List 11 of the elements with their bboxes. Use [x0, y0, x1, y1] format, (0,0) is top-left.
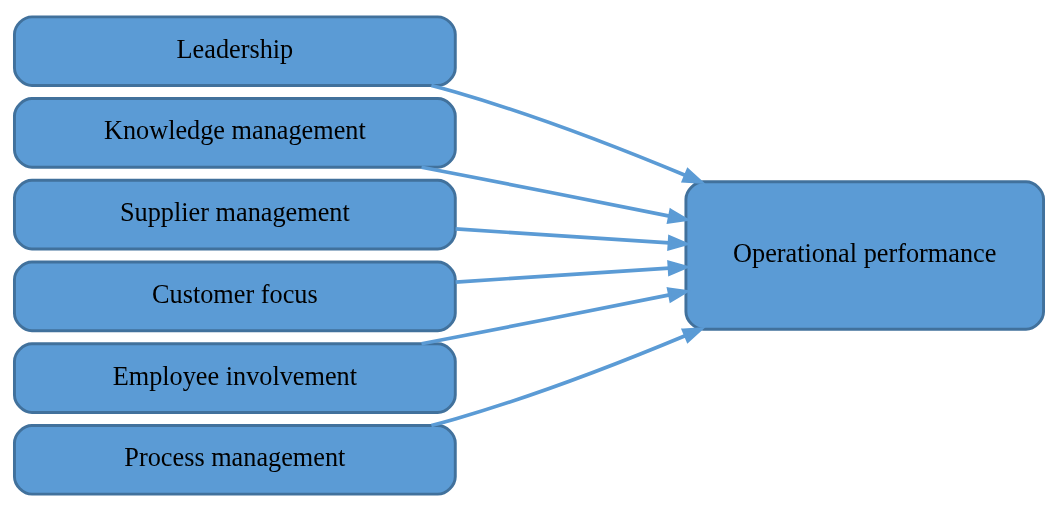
arrow: [430, 326, 706, 427]
node-box: Leadership: [13, 14, 457, 87]
node-box: Operational performance: [684, 179, 1045, 331]
arrow: [455, 259, 691, 284]
node-box: Process management: [13, 423, 457, 496]
arrow: [455, 226, 691, 251]
node-box: Knowledge management: [13, 96, 457, 169]
node-box: Supplier management: [13, 178, 457, 250]
node-box: Customer focus: [13, 260, 457, 332]
arrow: [430, 83, 706, 184]
node-box: Employee involvement: [13, 341, 457, 414]
